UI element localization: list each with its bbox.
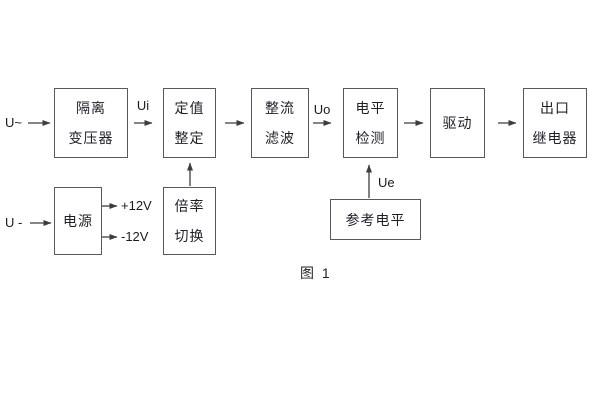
block-level-detection: 电平 检测 [343,88,398,158]
block-ratio-switch: 倍率 切换 [163,187,216,255]
block-label: 切换 [174,228,205,244]
block-label: 电平 [355,100,386,116]
block-label: 参考电平 [345,211,406,228]
block-label: 整流 [265,100,295,116]
block-isolation-transformer: 隔离 变压器 [54,88,128,158]
block-label: 定值 [174,100,205,116]
block-driver: 驱动 [430,88,485,158]
block-label: 出口 [540,100,570,116]
block-label: 驱动 [442,115,473,131]
label-signal-ue: Ue [378,175,395,190]
block-rectifier-filter: 整流 滤波 [251,88,309,158]
label-rail-negative: -12V [121,229,149,244]
block-power-supply: 电源 [54,187,102,255]
block-output-relay: 出口 继电器 [523,88,587,158]
block-label: 隔离 [76,100,106,116]
block-label: 整定 [174,130,205,146]
figure-caption: 图 1 [300,265,332,281]
block-label: 滤波 [265,130,295,146]
block-label: 变压器 [68,130,114,146]
block-value-setting: 定值 整定 [163,88,216,158]
block-label: 电源 [63,213,93,229]
block-label: 继电器 [532,130,578,146]
label-signal-uo: Uo [313,102,331,117]
block-label: 检测 [355,130,386,146]
block-label: 倍率 [174,198,205,214]
label-rail-positive: +12V [121,198,152,213]
label-signal-ui: Ui [136,98,150,113]
block-reference-level: 参考电平 [330,199,421,240]
label-dc-input: U - [5,215,23,230]
label-ac-input: U~ [5,115,22,130]
